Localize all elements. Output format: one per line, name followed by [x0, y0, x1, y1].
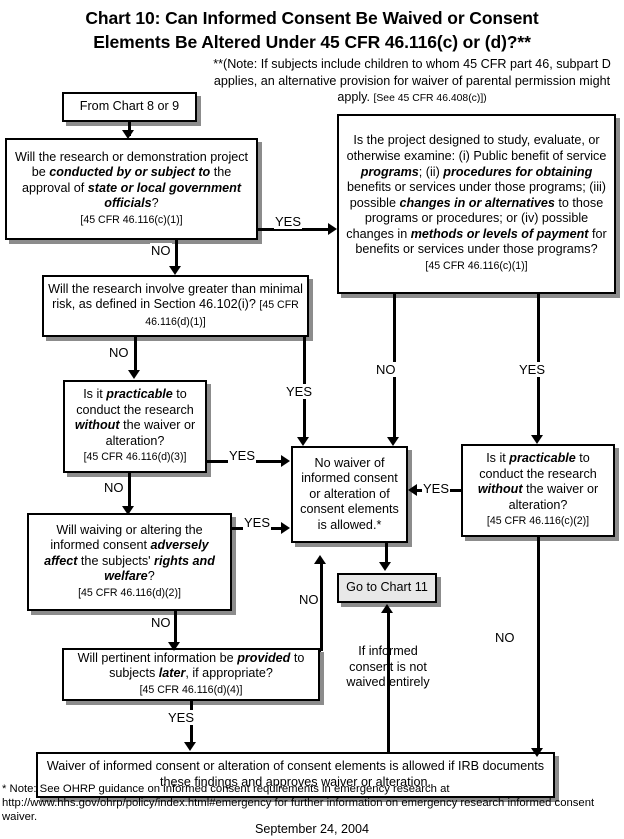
q-rights-welfare-citation: [45 CFR 46.116(d)(2)] — [78, 586, 181, 599]
arrowhead-minimal-risk-no — [128, 370, 140, 379]
arrowhead-rights-welfare-no — [168, 642, 180, 651]
q-rights-welfare[interactable]: Will waiving or altering the informed co… — [27, 513, 232, 611]
arrowhead-public-benefit-no — [387, 437, 399, 446]
q-public-benefit-text: Is the project designed to study, evalua… — [343, 133, 610, 274]
q-rights-welfare-text: Will waiving or altering the informed co… — [33, 523, 226, 602]
arrowhead-public-benefit-yes — [531, 435, 543, 444]
title-line-2: Elements Be Altered Under 45 CFR 46.116(… — [93, 32, 531, 52]
no-waiver-node[interactable]: No waiver of informed consent or alterat… — [291, 446, 408, 543]
q-minimal-risk[interactable]: Will the research involve greater than m… — [42, 275, 309, 337]
arrowhead-practicable-d3-yes — [281, 455, 290, 467]
label-yes-practicable-d3: YES — [228, 448, 257, 463]
edge-state-local-yes — [258, 228, 330, 231]
q-pertinent-info-citation: [45 CFR 46.116(d)(4)] — [139, 683, 243, 696]
start-node-label: From Chart 8 or 9 — [79, 99, 180, 114]
date-stamp: September 24, 2004 — [254, 822, 370, 836]
arrowhead-pertinent-info-no-up — [314, 555, 326, 564]
arrowhead-state-local-yes — [328, 223, 337, 235]
q-rights-welfare-body: Will waiving or altering the informed co… — [44, 522, 215, 584]
q-practicable-c2-text: Is it practicable to conduct the researc… — [467, 451, 609, 530]
q-state-local-citation: [45 CFR 46.116(c)(1)] — [80, 213, 183, 226]
annotation-if-not-waived: If informed consent is not waived entire… — [346, 644, 430, 690]
edge-rights-welfare-no — [174, 611, 177, 645]
q-practicable-d3-citation: [45 CFR 46.116(d)(3)] — [83, 451, 187, 464]
note-text: **(Note: If subjects include children to… — [213, 57, 611, 104]
edge-start-to-state-local — [128, 122, 131, 136]
q-pertinent-info-body: Will pertinent information be provided t… — [77, 650, 305, 681]
arrowhead-state-local-no — [169, 266, 181, 275]
no-waiver-label: No waiver of informed consent or alterat… — [300, 455, 399, 532]
label-no-practicable-d3: NO — [103, 480, 125, 495]
q-practicable-c2-body: Is it practicable to conduct the researc… — [477, 451, 599, 512]
arrowhead-no-waiver-to-chart11 — [379, 562, 391, 571]
start-node[interactable]: From Chart 8 or 9 — [62, 92, 197, 122]
edge-practicable-c2-no — [537, 537, 540, 751]
waiver-allowed-node[interactable]: Waiver of informed consent or alteration… — [36, 752, 555, 798]
arrowhead-practicable-c2-no — [531, 748, 543, 757]
waiver-allowed-label: Waiver of informed consent or alteration… — [46, 759, 545, 789]
q-public-benefit-citation: [45 CFR 46.116(c)(1)] — [425, 260, 528, 273]
q-state-local[interactable]: Will the research or demonstration proje… — [5, 138, 258, 240]
footnote: * Note: See OHRP guidance on informed co… — [2, 783, 595, 823]
q-pertinent-info-text: Will pertinent information be provided t… — [68, 651, 314, 699]
q-minimal-risk-body: Will the research involve greater than m… — [48, 281, 303, 312]
label-no-public-benefit: NO — [375, 362, 397, 377]
edge-minimal-risk-no — [134, 337, 137, 373]
edge-practicable-d3-no — [128, 473, 131, 509]
edge-no-waiver-to-chart11 — [385, 543, 388, 565]
arrowhead-start-to-state-local — [122, 130, 134, 139]
arrowhead-minimal-risk-yes — [297, 437, 309, 446]
q-practicable-d3-text: Is it practicable to conduct the researc… — [69, 387, 201, 466]
label-no-minimal-risk: NO — [108, 345, 130, 360]
title-line-1: Chart 10: Can Informed Consent Be Waived… — [85, 8, 539, 28]
note-citation: [See 45 CFR 46.408(c)]) — [373, 93, 487, 104]
arrowhead-rights-welfare-yes — [281, 522, 290, 534]
q-state-local-text: Will the research or demonstration proje… — [11, 150, 252, 229]
q-practicable-c2[interactable]: Is it practicable to conduct the researc… — [461, 444, 615, 537]
subpart-d-note: **(Note: If subjects include children to… — [205, 56, 619, 108]
arrowhead-if-not-waived — [381, 604, 393, 613]
q-practicable-d3-body: Is it practicable to conduct the researc… — [74, 387, 196, 448]
arrowhead-practicable-c2-yes — [408, 484, 417, 496]
label-yes-rights-welfare: YES — [243, 515, 272, 530]
go-to-chart-11-node[interactable]: Go to Chart 11 — [337, 573, 437, 603]
arrowhead-pertinent-info-yes — [184, 742, 196, 751]
label-yes-public-benefit: YES — [518, 362, 547, 377]
edge-if-not-waived — [387, 612, 390, 753]
edge-pertinent-info-no-up — [320, 563, 323, 651]
q-practicable-c2-citation: [45 CFR 46.116(c)(2)] — [486, 515, 590, 528]
page-title: Chart 10: Can Informed Consent Be Waived… — [0, 6, 624, 54]
q-practicable-d3[interactable]: Is it practicable to conduct the researc… — [63, 380, 207, 473]
arrowhead-practicable-d3-no — [122, 506, 134, 515]
q-minimal-risk-citation: [45 CFR 46.116(d)(1)] — [145, 299, 299, 328]
label-yes-state-local: YES — [274, 214, 303, 229]
label-yes-pertinent-info: YES — [167, 710, 196, 725]
edge-state-local-no — [175, 240, 178, 270]
label-no-practicable-c2: NO — [494, 630, 516, 645]
label-no-to-no-waiver: NO — [298, 592, 320, 607]
label-no-rights-welfare: NO — [150, 615, 172, 630]
go-to-chart-11-label: Go to Chart 11 — [346, 580, 428, 595]
q-public-benefit-body: Is the project designed to study, evalua… — [346, 133, 607, 257]
label-no-state-local: NO — [150, 243, 172, 258]
label-yes-minimal-risk: YES — [285, 384, 314, 399]
edge-pertinent-info-no-joint — [318, 649, 321, 652]
label-yes-practicable-c2: YES — [422, 481, 451, 496]
q-pertinent-info[interactable]: Will pertinent information be provided t… — [62, 648, 320, 701]
q-state-local-body: Will the research or demonstration proje… — [14, 149, 249, 211]
q-public-benefit[interactable]: Is the project designed to study, evalua… — [337, 114, 616, 294]
q-minimal-risk-text: Will the research involve greater than m… — [48, 282, 303, 331]
